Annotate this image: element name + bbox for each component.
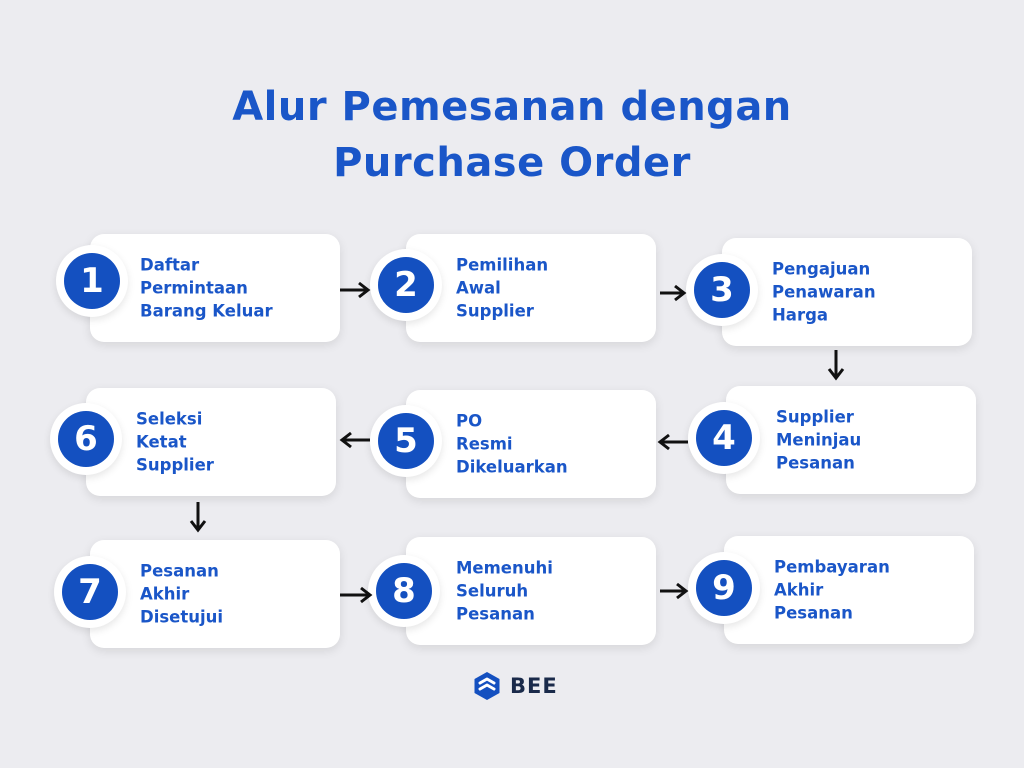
step-7-card: Pesanan Akhir Disetujui <box>90 540 340 648</box>
step-4-card: Supplier Meninjau Pesanan <box>726 386 976 494</box>
step-1-card: Daftar Permintaan Barang Keluar <box>90 234 340 342</box>
step-5-number: 5 <box>378 413 434 469</box>
step-3-label: Pengajuan Penawaran Harga <box>772 259 876 325</box>
arrow-left-icon <box>339 431 370 449</box>
step-3-card: Pengajuan Penawaran Harga <box>722 238 972 346</box>
step-9-card: Pembayaran Akhir Pesanan <box>724 536 974 644</box>
step-2-number: 2 <box>378 257 434 313</box>
arrow-right-icon <box>340 281 371 299</box>
step-4-number: 4 <box>696 410 752 466</box>
step-3-badge: 3 <box>686 254 758 326</box>
bee-logo-icon <box>474 672 500 700</box>
arrow-right-icon <box>660 582 689 600</box>
step-2-card: Pemilihan Awal Supplier <box>406 234 656 342</box>
step-6-number: 6 <box>58 411 114 467</box>
step-4-label: Supplier Meninjau Pesanan <box>776 407 862 473</box>
step-2-badge: 2 <box>370 249 442 321</box>
step-9-badge: 9 <box>688 552 760 624</box>
arrow-down-icon <box>827 350 845 381</box>
step-6-badge: 6 <box>50 403 122 475</box>
step-1-label: Daftar Permintaan Barang Keluar <box>140 255 273 321</box>
step-1-number: 1 <box>64 253 120 309</box>
diagram-title-line-2: Purchase Order <box>333 140 691 186</box>
step-5-card: PO Resmi Dikeluarkan <box>406 390 656 498</box>
arrow-right-icon <box>340 586 373 604</box>
step-6-card: Seleksi Ketat Supplier <box>86 388 336 496</box>
step-8-label: Memenuhi Seluruh Pesanan <box>456 558 553 624</box>
step-8-number: 8 <box>376 563 432 619</box>
brand-logo: BEE <box>472 670 558 702</box>
step-5-label: PO Resmi Dikeluarkan <box>456 411 568 477</box>
step-8-badge: 8 <box>368 555 440 627</box>
arrow-down-icon <box>189 502 207 533</box>
diagram-title-line-1: Alur Pemesanan dengan <box>232 84 792 130</box>
arrow-right-icon <box>660 284 687 302</box>
brand-name: BEE <box>510 674 558 698</box>
step-2-label: Pemilihan Awal Supplier <box>456 255 549 321</box>
step-4-badge: 4 <box>688 402 760 474</box>
step-7-badge: 7 <box>54 556 126 628</box>
arrow-left-icon <box>657 433 688 451</box>
step-8-card: Memenuhi Seluruh Pesanan <box>406 537 656 645</box>
step-1-badge: 1 <box>56 245 128 317</box>
step-7-number: 7 <box>62 564 118 620</box>
step-9-number: 9 <box>696 560 752 616</box>
step-3-number: 3 <box>694 262 750 318</box>
step-9-label: Pembayaran Akhir Pesanan <box>774 557 890 623</box>
step-6-label: Seleksi Ketat Supplier <box>136 409 214 475</box>
step-7-label: Pesanan Akhir Disetujui <box>140 561 224 627</box>
step-5-badge: 5 <box>370 405 442 477</box>
